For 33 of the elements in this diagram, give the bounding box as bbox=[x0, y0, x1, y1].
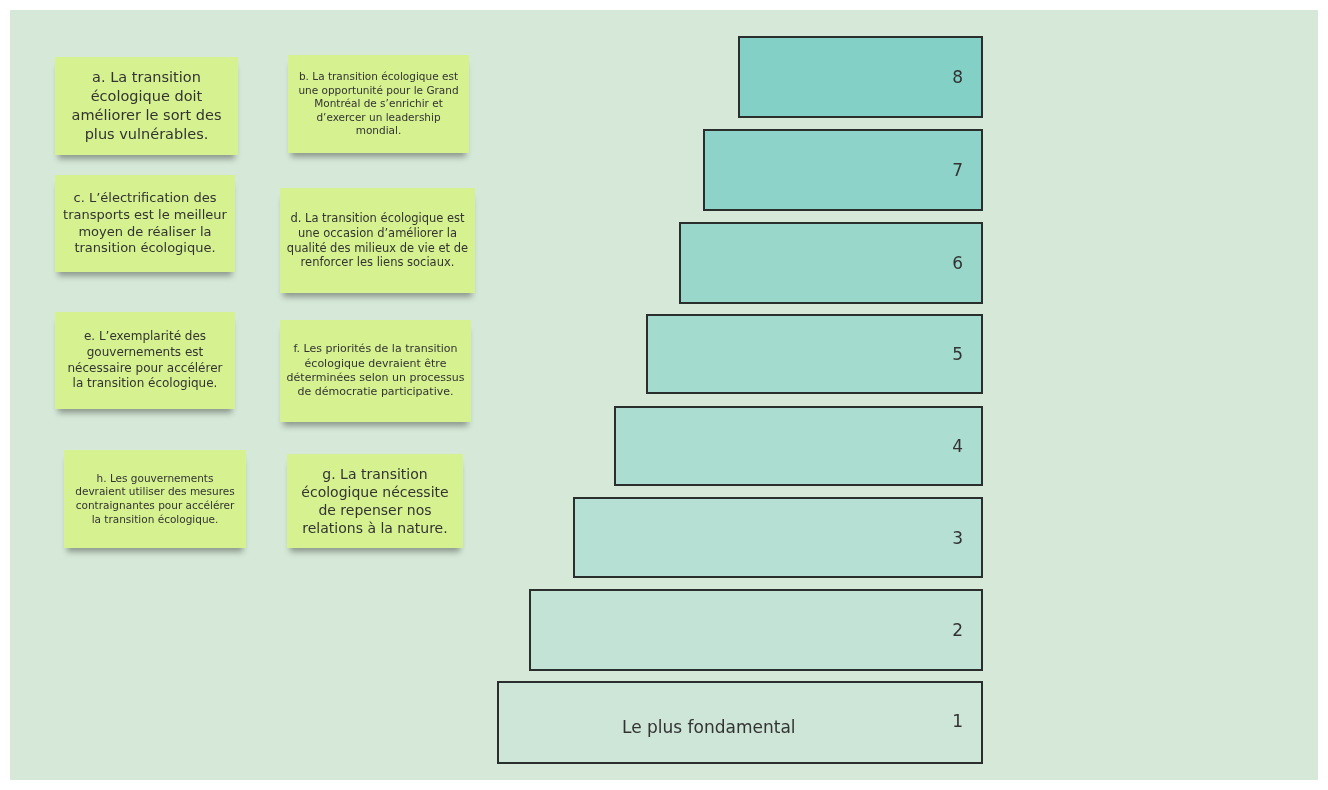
step-bar bbox=[497, 681, 983, 764]
sticky-note bbox=[280, 320, 471, 422]
sticky-note bbox=[280, 188, 475, 293]
step-bar bbox=[646, 314, 983, 394]
note-text: g. La transition écologique nécessite de repenser nos relations à la nature. bbox=[300, 464, 450, 538]
step-number: 3 bbox=[952, 527, 963, 548]
sticky-note bbox=[64, 450, 246, 548]
sticky-note bbox=[55, 312, 235, 409]
step-number: 7 bbox=[952, 160, 963, 180]
step-number: 8 bbox=[952, 67, 963, 87]
note-text: d. La transition écologique est une occasion d’améliorer la qualité des milieux de vie et de renforcer les liens sociaux. bbox=[286, 210, 469, 271]
note-text: f. Les priorités de la transition écologique devraient être déterminées selon un processus de démocratie participative. bbox=[286, 342, 465, 400]
step-bar bbox=[679, 222, 983, 304]
step-number: 6 bbox=[952, 253, 963, 273]
step-bar bbox=[703, 129, 983, 211]
note-text: h. Les gouvernements devraient utiliser des mesures contraignantes pour accélérer la transition écologique. bbox=[74, 471, 236, 527]
step-number: 2 bbox=[952, 620, 963, 640]
sticky-note bbox=[55, 57, 238, 155]
note-text: a. La transition écologique doit améliorer le sort des plus vulnérables. bbox=[70, 68, 223, 144]
step-bar bbox=[573, 497, 983, 578]
step-number: 4 bbox=[952, 436, 963, 456]
step-bar bbox=[529, 589, 983, 671]
step-label: Le plus fondamental bbox=[622, 716, 796, 737]
step-number: 1 bbox=[952, 710, 963, 731]
step-bar bbox=[738, 36, 983, 118]
note-text: c. L’électrification des transports est le meilleur moyen de réaliser la transition écologique. bbox=[62, 189, 228, 258]
note-text: b. La transition écologique est une opportunité pour le Grand Montréal de s’enrichir et d’exercer un leadership mondial. bbox=[297, 69, 460, 139]
sticky-note bbox=[55, 175, 235, 272]
step-number: 5 bbox=[952, 344, 963, 364]
step-bar bbox=[614, 406, 983, 486]
sticky-note bbox=[287, 454, 463, 548]
sticky-note bbox=[288, 55, 469, 153]
note-text: e. L’exemplarité des gouvernements est nécessaire pour accélérer la transition écologique. bbox=[66, 329, 224, 392]
